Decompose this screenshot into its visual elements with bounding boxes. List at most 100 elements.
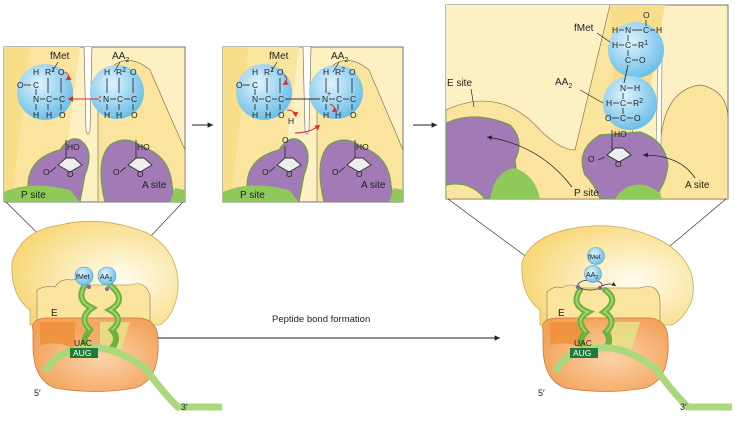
p1-aa2-o-top: O	[130, 67, 137, 77]
p2-electron-arrow-1	[282, 74, 289, 86]
p1-aa2-h2: H	[116, 110, 122, 120]
p3-a-site-arrow	[642, 152, 696, 179]
before-3prime: 3′	[181, 402, 188, 412]
p1-p-ribose-o: O	[67, 169, 74, 179]
p3-fmet-h-right: H	[656, 25, 662, 35]
p3-aa2-c-alpha: C	[620, 98, 626, 108]
p2-a-ribose-o: O	[356, 169, 363, 179]
p1-p-ribose-ho: HO	[67, 142, 80, 152]
after-codon: AUG	[573, 348, 591, 358]
p2-electron-arrow-2	[286, 109, 299, 118]
before-anticodon: UAC	[74, 338, 92, 348]
p1-aa2-c-right: C	[131, 94, 137, 104]
panel-1-p-ribose	[57, 157, 83, 173]
p2-electron-arrow-4	[329, 103, 338, 113]
after-aa2-label: AA2	[586, 272, 598, 281]
p2-aa2-n: N	[322, 94, 328, 104]
p2-fmet-o-bot: O	[278, 110, 285, 120]
p3-aa2-o-carb: O	[634, 113, 641, 123]
p1-aa2-label: AA2	[112, 51, 129, 64]
p2-h-transfer: H	[288, 116, 294, 126]
panel-3-a-site-rrna	[581, 131, 669, 199]
after-fmet-sphere	[587, 247, 605, 265]
panel-3-fmet-sphere	[608, 22, 664, 78]
panel-1-tunnel	[83, 47, 93, 135]
p2-aa2-h-top: H	[323, 67, 329, 77]
p1-fmet-c-top: C	[33, 80, 39, 90]
p3-p-site-arrow	[486, 135, 573, 188]
before-fmet-sphere	[74, 266, 94, 286]
p1-a-ribose-ho: HO	[137, 142, 150, 152]
p3-e-site-label: E site	[447, 78, 472, 89]
p1-aa2-o-bot: O	[131, 110, 138, 120]
panel-3-p-site-trna	[490, 168, 540, 199]
p2-electron-arrow-3	[294, 124, 321, 134]
p1-p-site-label: P site	[21, 190, 46, 201]
p2-aa2-c-right: C	[350, 94, 356, 104]
p1-fmet-o-carb: O	[58, 67, 65, 77]
after-fmet-label: fMet	[588, 254, 601, 261]
p1-fmet-o-bot: O	[59, 110, 66, 120]
p3-ribose-o-left: O	[588, 154, 595, 164]
p2-aa2-c-mid: C	[336, 94, 342, 104]
p3-fmet-o-carb: O	[639, 55, 646, 65]
p1-a-ribose-o-left: O	[113, 167, 120, 177]
process-label: Peptide bond formation	[272, 314, 370, 325]
panel-1-aa2-sphere	[90, 65, 144, 119]
ribosome-before: AUG UAC fMet AA2 E 5′ 3′	[11, 220, 222, 412]
before-codon: AUG	[73, 348, 91, 358]
panel-2: H O C R1 O N C C H H O H O H R2 O N + C	[222, 46, 404, 203]
p3-fmet-h-alpha: H	[612, 40, 618, 50]
panel-1-fmet-sphere	[17, 64, 73, 120]
p3-fmet-c-carb: C	[625, 55, 631, 65]
p2-fmet-c-mid: C	[265, 94, 271, 104]
p3-aa2-o-ester: O	[605, 113, 612, 123]
p1-aa2-h-top: H	[104, 67, 110, 77]
p3-aa2-label: AA2	[555, 77, 572, 90]
panel-2-tunnel	[302, 47, 312, 135]
before-e-site-label: E	[51, 308, 58, 319]
p2-aa2-h1: H	[323, 110, 329, 120]
p1-aa2-n: N	[103, 94, 109, 104]
p3-ribose-o: O	[615, 159, 622, 169]
before-mrna	[41, 344, 222, 411]
p2-a-ribose-ho: HO	[356, 142, 369, 152]
p3-peptide-bond	[623, 64, 629, 84]
p2-a-ribose-o-left: O	[332, 167, 339, 177]
p1-aa2-h1: H	[104, 110, 110, 120]
p1-fmet-n: N	[33, 94, 39, 104]
p1-fmet-h-top: H	[33, 67, 39, 77]
p3-aa2-h-alpha: H	[606, 98, 612, 108]
before-fmet-label: fMet	[76, 274, 90, 281]
p3-p-site-label: P site	[574, 188, 599, 199]
panel-2-p-ribose	[276, 157, 302, 173]
p3-fmet-n: N	[625, 25, 631, 35]
p1-a-site-label: A site	[142, 180, 167, 191]
panel-3-ribose	[606, 147, 632, 163]
p3-aa2-h-n: H	[634, 83, 640, 93]
before-5prime: 5′	[34, 388, 41, 398]
p3-ribose-ho: HO	[614, 129, 627, 139]
p3-fmet-label: fMet	[574, 23, 594, 34]
p3-fmet-o-top: O	[643, 10, 650, 20]
panel-1-a-ribose	[127, 157, 153, 173]
p2-p-site-label: P site	[240, 190, 265, 201]
p3-fmet-c-alpha: C	[625, 40, 631, 50]
p3-aa2-c-carb: C	[620, 113, 626, 123]
after-aa2-sphere	[584, 265, 602, 283]
before-codon-box	[70, 348, 98, 358]
after-5prime: 5′	[538, 388, 545, 398]
p1-p-ribose-o-left: O	[43, 167, 50, 177]
p1-fmet-o-left: O	[17, 80, 24, 90]
p1-electron-arrow-1	[64, 71, 72, 81]
p2-p-ribose-o: O	[286, 169, 293, 179]
p2-fmet-o-carb: O	[277, 67, 284, 77]
p3-aa2-r: R2	[633, 98, 643, 108]
p2-aa2-o-top: O	[349, 67, 356, 77]
p3-fmet-c-form: C	[643, 25, 649, 35]
p2-aa2-plus: +	[327, 91, 331, 98]
p1-fmet-c-mid: C	[46, 94, 52, 104]
p1-fmet-label: fMet	[50, 51, 70, 62]
